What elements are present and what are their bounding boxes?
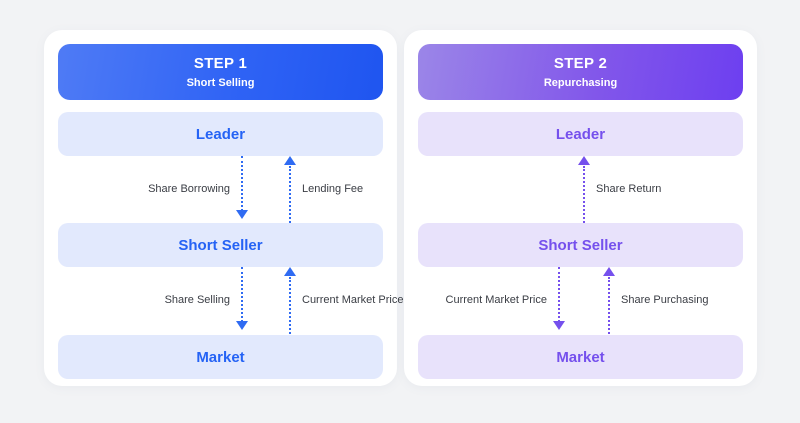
arrow-stem <box>583 166 585 223</box>
entity-label-short-seller-1: Short Seller <box>178 236 263 254</box>
flow-label-share-borrowing: Share Borrowing <box>148 183 230 195</box>
step-header-1: STEP 1 Short Selling <box>58 44 383 100</box>
entity-label-short-seller-2: Short Seller <box>538 236 623 254</box>
arrow-share-selling <box>236 267 248 334</box>
step-title-1: STEP 1 <box>193 54 248 72</box>
step-title-2: STEP 2 <box>553 54 608 72</box>
flow-region-upper-2: Share Return <box>404 156 757 223</box>
arrow-head-down-icon <box>236 321 248 330</box>
flow-label-lending-fee: Lending Fee <box>302 183 364 195</box>
arrow-stem <box>289 277 291 334</box>
step-subtitle-1: Short Selling <box>186 76 255 89</box>
arrow-head-down-icon <box>553 321 565 330</box>
step-card-1: STEP 1 Short Selling Leader Share Borrow… <box>44 30 403 386</box>
flow-label-share-purchasing: Share Purchasing <box>621 294 709 306</box>
arrow-head-up-icon <box>284 267 296 276</box>
step-card-2: STEP 2 Repurchasing Leader Share Return … <box>404 30 757 386</box>
entity-label-market-1: Market <box>196 348 245 366</box>
arrow-share-purchasing <box>603 267 615 334</box>
flow-region-lower-2: Current Market Price Share Purchasing <box>404 267 757 334</box>
arrow-stem <box>289 166 291 223</box>
arrow-share-return <box>578 156 590 223</box>
arrow-head-up-icon <box>578 156 590 165</box>
flow-label-current-market-price-2: Current Market Price <box>445 294 547 306</box>
entity-band-leader-2: Leader <box>418 112 743 156</box>
entity-label-leader-2: Leader <box>555 125 606 143</box>
flow-region-lower-1: Share Selling Current Market Price <box>44 267 403 334</box>
entity-label-leader-1: Leader <box>195 125 246 143</box>
step-header-2: STEP 2 Repurchasing <box>418 44 743 100</box>
arrow-head-down-icon <box>236 210 248 219</box>
entity-band-leader-1: Leader <box>58 112 383 156</box>
arrow-lending-fee <box>284 156 296 223</box>
entity-band-market-2: Market <box>418 335 743 379</box>
entity-label-market-2: Market <box>556 348 605 366</box>
arrow-current-market-price-1 <box>284 267 296 334</box>
arrow-stem <box>241 267 243 322</box>
arrow-stem <box>608 277 610 334</box>
arrow-stem <box>241 156 243 211</box>
flow-label-share-selling: Share Selling <box>164 294 230 306</box>
arrow-head-up-icon <box>284 156 296 165</box>
step-subtitle-2: Repurchasing <box>543 76 618 89</box>
arrow-share-borrowing <box>236 156 248 223</box>
flow-label-share-return: Share Return <box>596 183 662 195</box>
flow-region-upper-1: Share Borrowing Lending Fee <box>44 156 397 223</box>
arrow-stem <box>558 267 560 322</box>
entity-band-market-1: Market <box>58 335 383 379</box>
arrow-current-market-price-2 <box>553 267 565 334</box>
entity-band-short-seller-1: Short Seller <box>58 223 383 267</box>
flow-label-current-market-price-1: Current Market Price <box>302 294 404 306</box>
entity-band-short-seller-2: Short Seller <box>418 223 743 267</box>
arrow-head-up-icon <box>603 267 615 276</box>
